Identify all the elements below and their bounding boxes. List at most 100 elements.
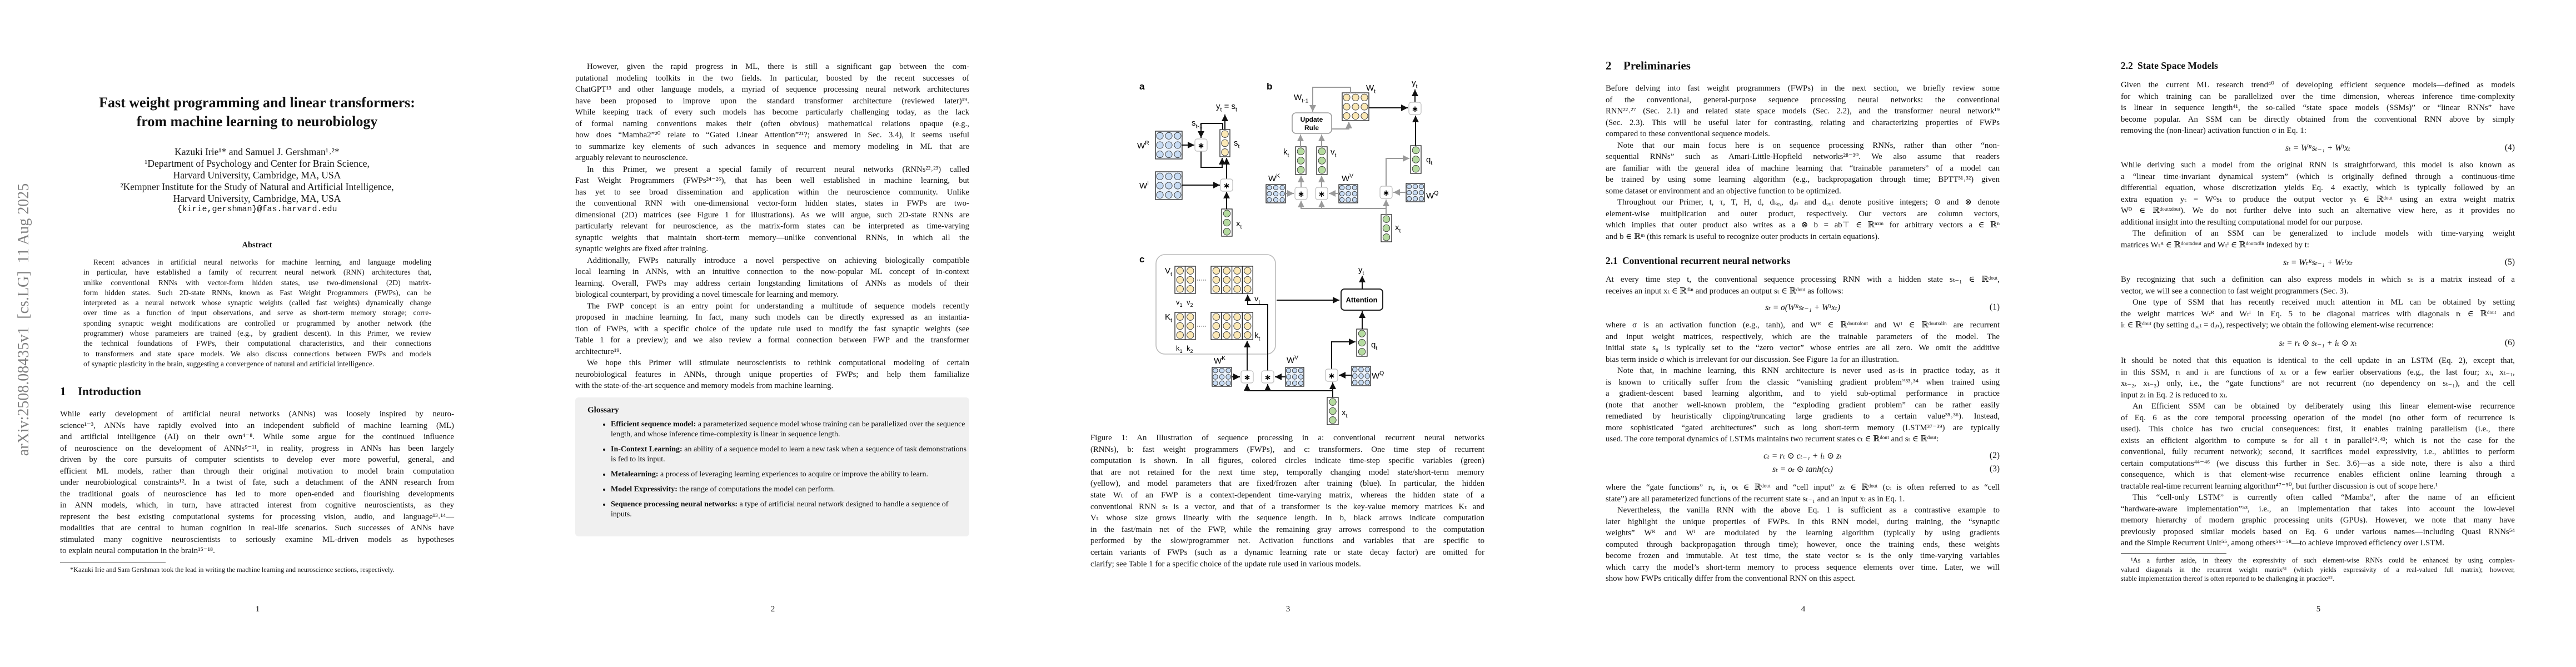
text-line: This “cell-only LSTM” is currently often… — [2132, 493, 2515, 502]
neuron-unit — [1352, 380, 1358, 385]
neuron-unit — [1187, 267, 1194, 275]
text-line: tractable real-time recurrent learning a… — [2121, 481, 2438, 491]
text-line: local learning in ANNs, with an intuitiv… — [575, 267, 969, 276]
neuron-unit — [1292, 368, 1298, 374]
neuron-unit — [1273, 197, 1279, 203]
label-b-WV: WV — [1342, 172, 1353, 183]
neuron-unit — [1165, 182, 1173, 190]
neuron-unit — [1358, 373, 1364, 379]
glossary-item: Sequence processing neural networks: a t… — [611, 500, 971, 520]
key-memory-column — [1231, 312, 1243, 340]
text-line: valued diagonals in the recurrent weight… — [2121, 565, 2515, 574]
label-tail_sub: t — [1235, 107, 1237, 113]
text-line: remediated by heuristically clipping/tru… — [1606, 412, 2000, 421]
value-projection-matrix — [1285, 367, 1304, 387]
label-base: W — [1294, 93, 1302, 102]
text-line: the technical foundations of FWPs, their… — [83, 339, 431, 348]
text-line: in this SSM, rₜ and iₜ are functions of … — [2121, 367, 2515, 377]
text-line: certain computations⁴⁴⁻⁴⁶ (we discuss th… — [2121, 459, 2515, 468]
neuron-unit — [1339, 185, 1345, 191]
text-line: element-wise multiplication and outer pr… — [1606, 209, 2000, 218]
neuron-unit — [1221, 148, 1229, 156]
glossary-term: Model Expressivity: — [611, 485, 677, 494]
text-line: stable implementation thereof is often r… — [2121, 575, 2334, 583]
text-line: that are not retained for the next time … — [1090, 467, 1484, 477]
neuron-unit — [1233, 285, 1241, 293]
neuron-unit — [1406, 190, 1412, 196]
neuron-unit — [1298, 368, 1304, 374]
key-memory-column — [1210, 312, 1222, 340]
label-a-yt: yt = st — [1216, 102, 1237, 113]
text-line: the weight matrices Wₜᴿ and Wₜᴵ in Eq. 5… — [2121, 309, 2515, 318]
neuron-unit — [1297, 157, 1305, 165]
query-projection-matrix — [1351, 366, 1371, 386]
neuron-unit — [1213, 367, 1218, 374]
text-line: from machine learning to neurobiology — [136, 113, 378, 130]
neuron-unit — [1174, 172, 1182, 180]
body-paragraph: where the “gate functions” rₜ, iₜ, oₜ ∈ … — [1606, 482, 2000, 505]
neuron-unit — [1233, 267, 1241, 275]
section-number: 2 — [1606, 59, 1612, 72]
text-line: more sophisticated “gated architectures”… — [1606, 423, 2000, 432]
neuron-unit — [1285, 380, 1292, 386]
label-c-qt: qt — [1371, 340, 1377, 352]
label-b-WK: WK — [1268, 172, 1280, 183]
panel-label-c: c — [1139, 254, 1144, 265]
label-sub: t — [1335, 152, 1337, 159]
multiply-symbol: ∗ — [1412, 104, 1419, 114]
label-sup: K — [1276, 172, 1280, 179]
multiply-node — [1294, 187, 1308, 200]
multiply-symbol: ∗ — [1318, 190, 1326, 199]
author-email[interactable]: {kirie,gershman}@fas.harvard.edu — [177, 205, 337, 214]
neuron-unit — [1212, 285, 1220, 293]
label-base: x — [1236, 219, 1240, 228]
input-weight-matrix — [1155, 171, 1183, 200]
neuron-unit — [1382, 224, 1391, 232]
label-c-Kt: Kt — [1165, 312, 1172, 324]
text-line: have been proposed to improve upon the s… — [575, 96, 969, 106]
neuron-unit — [1223, 285, 1230, 293]
arxiv-stamp: arXiv:2508.08435v1 [cs.LG] 11 Aug 2025 — [15, 183, 32, 456]
neuron-unit — [1339, 197, 1345, 203]
text-line: Nevertheless, the vanilla RNN with the a… — [1617, 506, 2000, 515]
neuron-unit — [1273, 185, 1279, 191]
neuron-unit — [1212, 331, 1220, 339]
abstract-heading: Abstract — [242, 241, 272, 250]
text-line: architecture¹⁹. — [575, 347, 622, 356]
neuron-unit — [1318, 157, 1326, 165]
text-line: However, given the rapid progress in ML,… — [587, 62, 969, 71]
neuron-unit — [1174, 132, 1182, 140]
neuron-unit — [1352, 93, 1359, 101]
neuron-unit — [1223, 276, 1230, 284]
key-projection-matrix — [1212, 367, 1232, 387]
equation-expression: sₜ = Wₜᴿsₜ₋₁ + Wₜᴵxₜ — [2283, 258, 2353, 267]
label-b-Wt1: Wt-1 — [1294, 93, 1309, 104]
label-sup: Q — [1379, 370, 1384, 376]
text-line: for which training can be parallelized o… — [2121, 92, 2515, 101]
label-b-qt: qt — [1426, 155, 1432, 167]
gray-arrow — [1386, 155, 1409, 186]
label-base: W — [1139, 181, 1148, 191]
glossary-term: Sequence processing neural networks: — [611, 500, 738, 509]
text-line: putational modeling toolkits in the two … — [575, 73, 969, 83]
text-line: clarify; see Table 1 for a specific choi… — [1090, 559, 1361, 569]
text-line: a gradient-descent based learning algori… — [1606, 389, 2000, 398]
text-line: proposed in machine learning. In fact, m… — [575, 313, 969, 322]
text-line: in ANN models, which, in turn, have attr… — [60, 501, 454, 510]
text-line: Note that, in machine learning, this RNN… — [1617, 366, 2000, 375]
text-line: and the Simple Recurrent Unit⁵⁵, among o… — [2121, 539, 2445, 547]
text-line: vector, we will see a connection to fast… — [2121, 286, 2349, 296]
text-line: state Wₜ of an FWP is a context-dependen… — [1090, 490, 1484, 500]
neuron-unit — [1212, 322, 1220, 330]
body-paragraph: Additionally, FWPs naturally introduce a… — [575, 255, 969, 301]
neuron-unit — [1382, 215, 1391, 223]
neuron-unit — [1176, 313, 1184, 321]
label-base: W — [1372, 371, 1380, 381]
text-line: neurobiological features in ANNs, throug… — [575, 370, 969, 379]
text-line: be trained by using some learning algori… — [1606, 175, 2000, 184]
page-number: 3 — [1285, 605, 1291, 614]
text-line: tion of FWPs, with a specific choice of … — [575, 324, 969, 334]
text-line: used). This choice has two crucial conse… — [2121, 425, 2515, 434]
neuron-unit — [1176, 322, 1184, 330]
